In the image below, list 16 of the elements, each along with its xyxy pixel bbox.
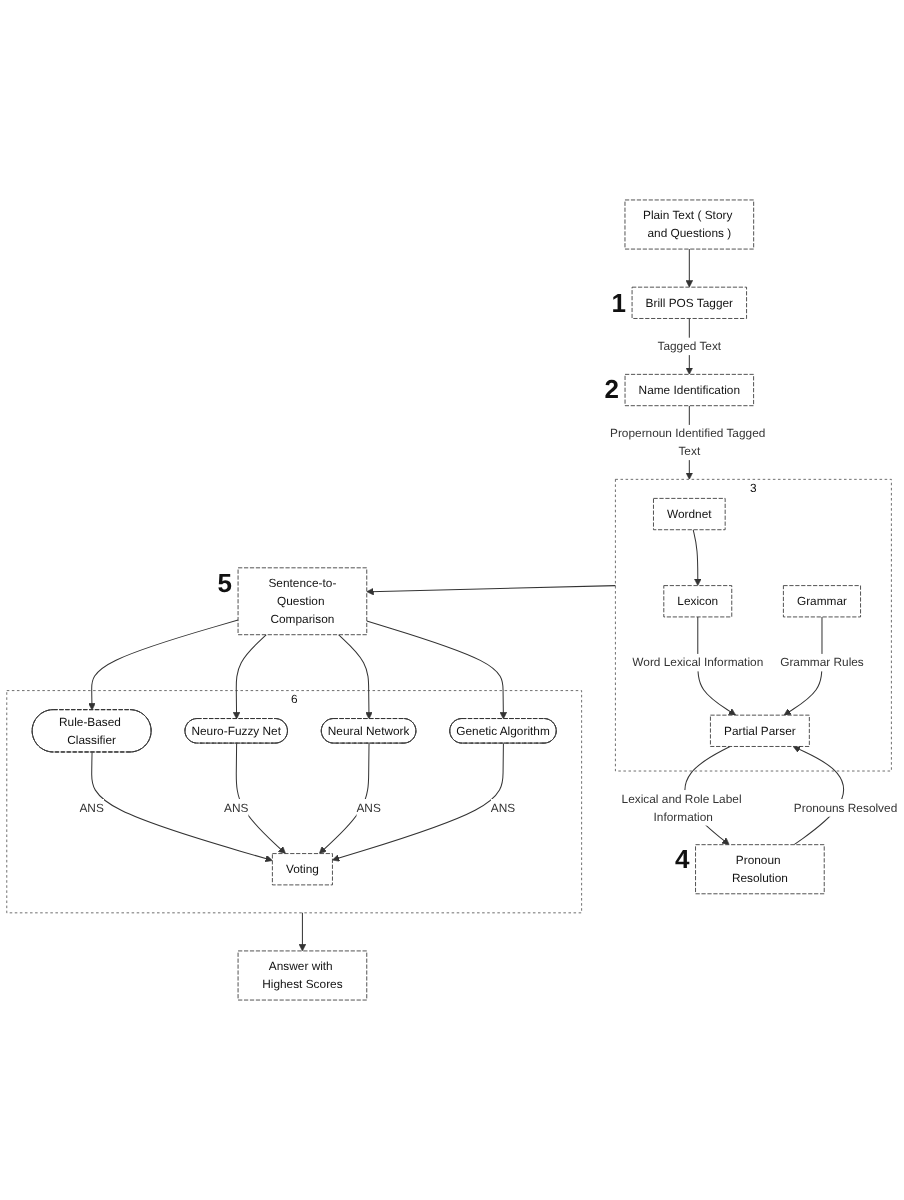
arrow [88,619,239,711]
arrow [366,620,508,720]
arrow [298,912,307,952]
arrow [685,248,694,288]
arrow [337,634,373,720]
step-number: 5 [217,567,233,600]
arrow [366,585,616,596]
arrow [332,743,504,862]
arrow [692,529,702,586]
arrow [318,743,370,854]
arrow [235,743,286,854]
arrow [232,634,267,720]
step-number: 4 [675,844,690,877]
step-number: 2 [604,374,620,407]
arrow [91,751,273,863]
step-number: 1 [611,287,627,320]
